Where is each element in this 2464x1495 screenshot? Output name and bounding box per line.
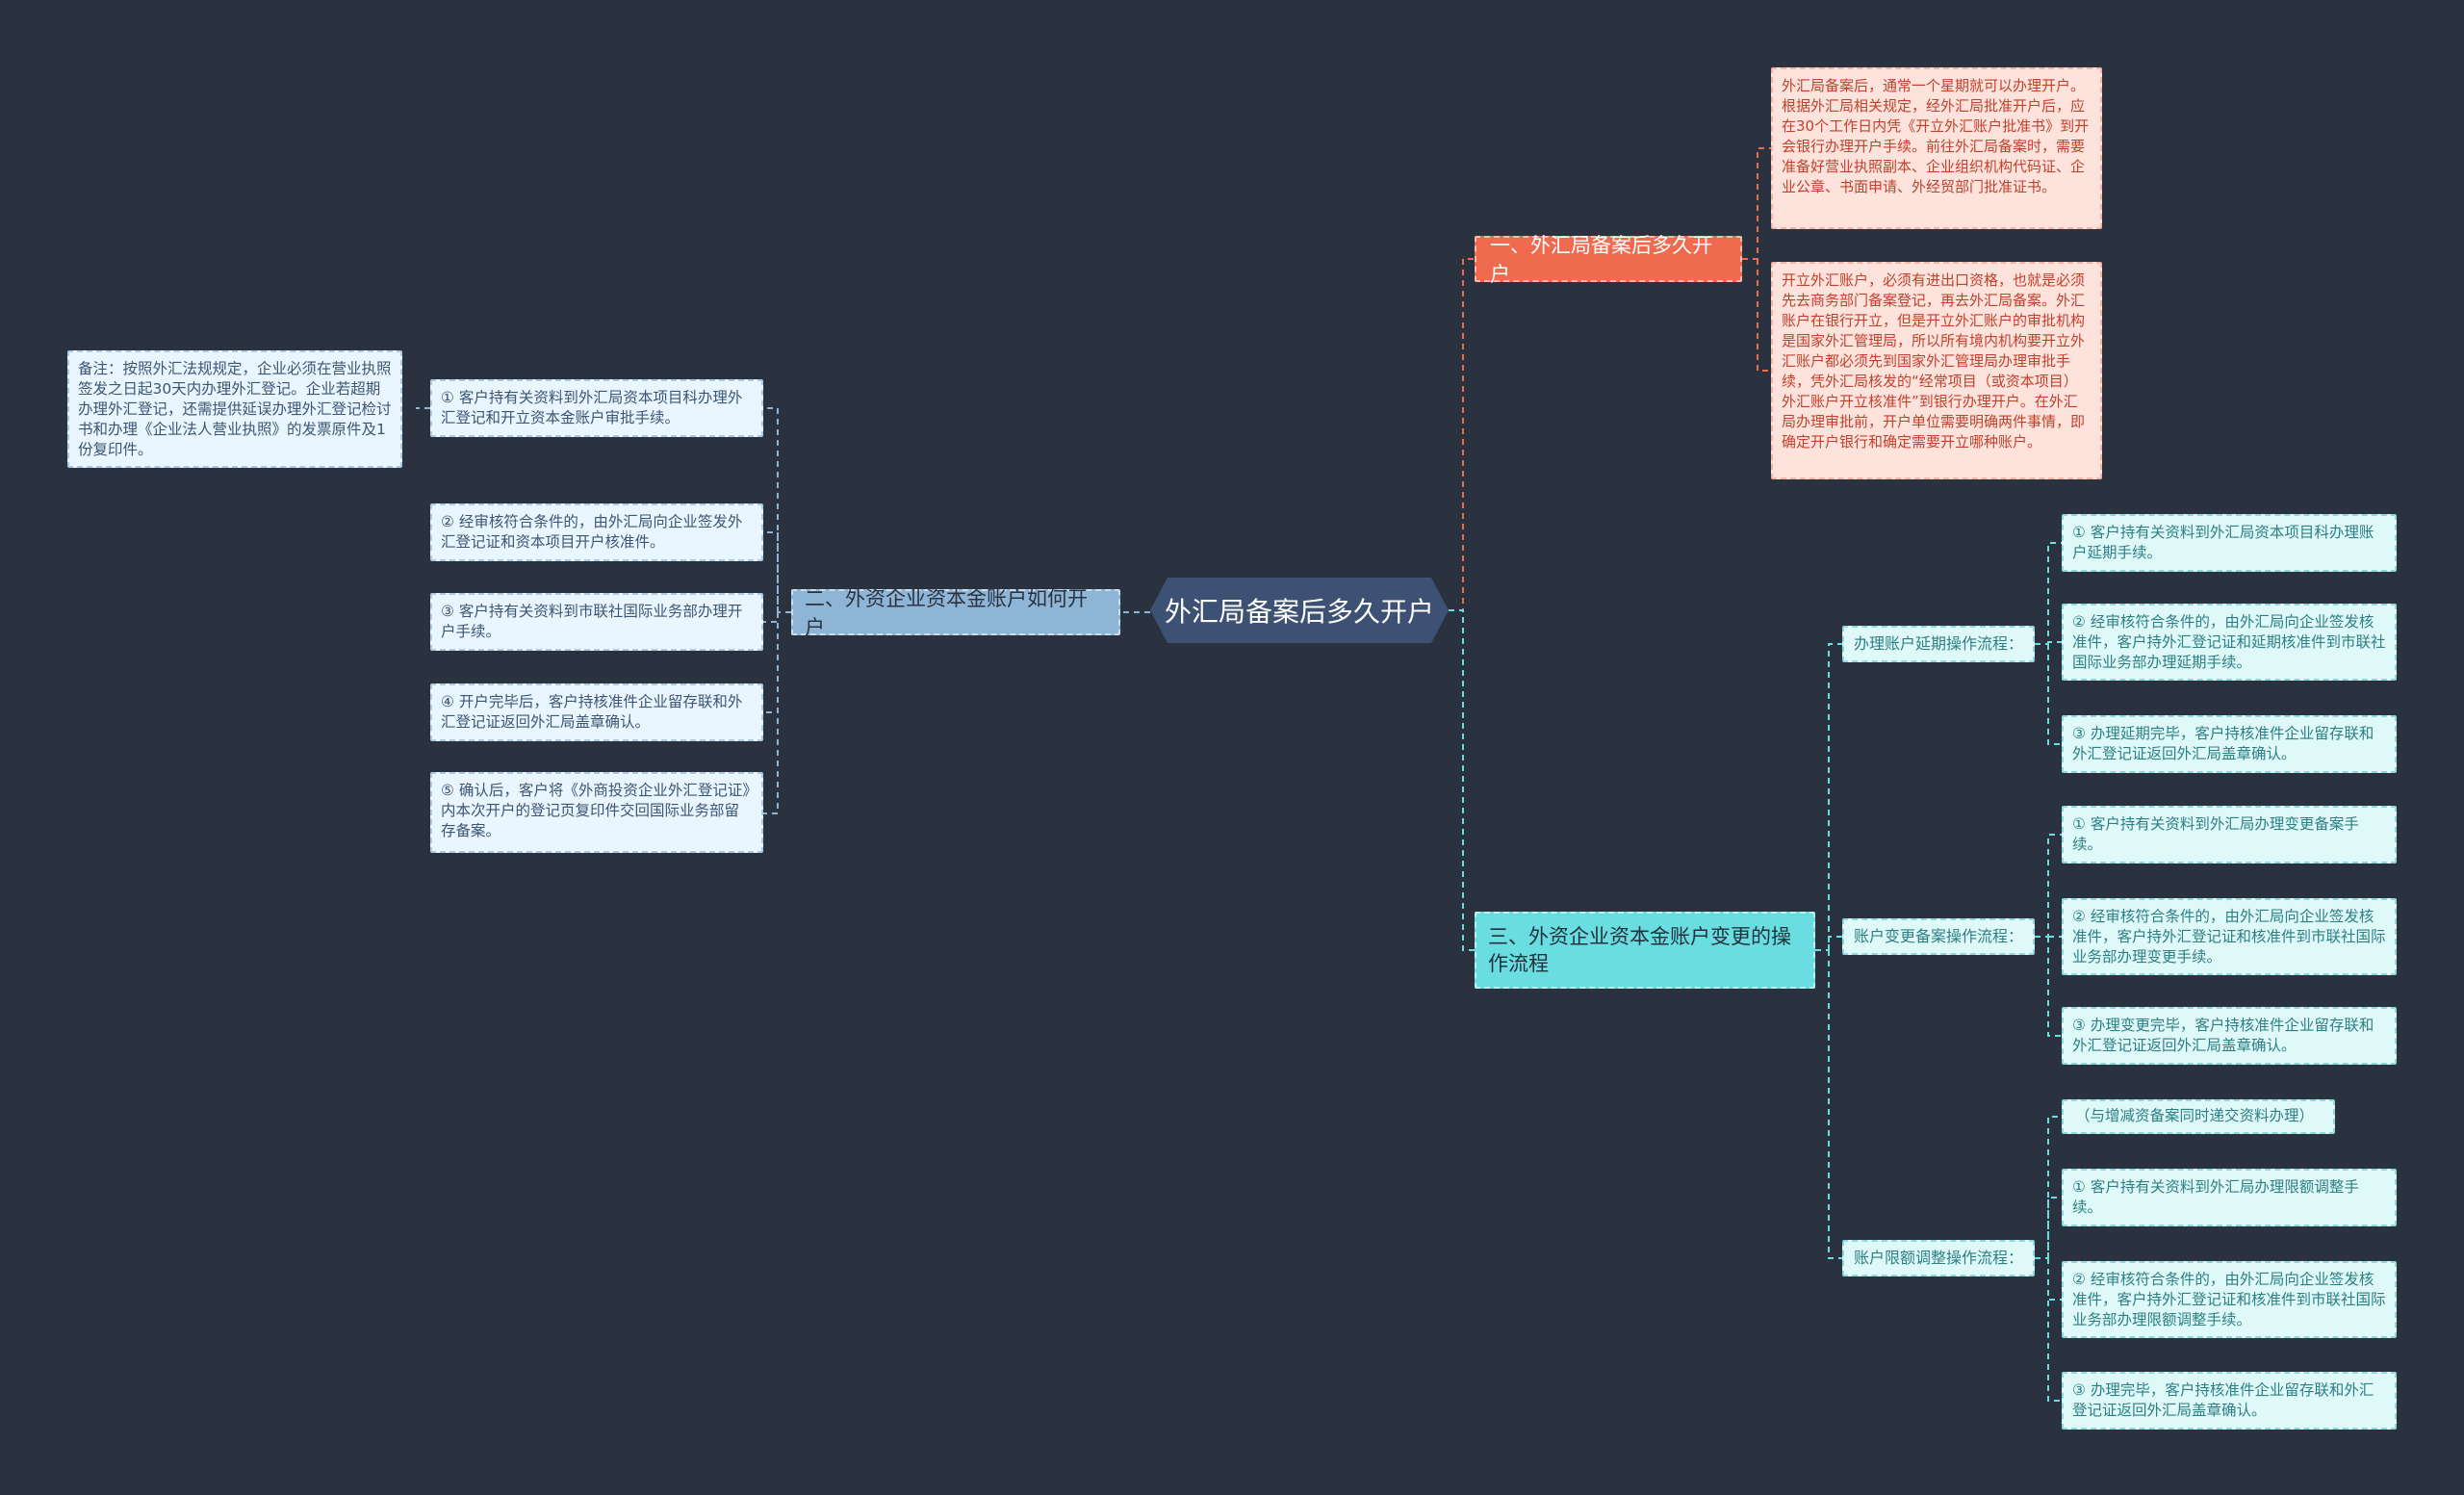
branch-2-note[interactable]: 备注：按照外汇法规规定，企业必须在营业执照签发之日起30天内办理外汇登记。企业若… — [67, 350, 402, 468]
branch-2-step-5-text: ⑤ 确认后，客户将《外商投资企业外汇登记证》内本次开户的登记页复印件交回国际业务… — [441, 782, 751, 839]
extension-step-2-text: ② 经审核符合条件的，由外汇局向企业签发核准件，客户持外汇登记证和延期核准件到市… — [2072, 613, 2386, 671]
branch-2-step-1[interactable]: ① 客户持有关资料到外汇局资本项目科办理外汇登记和开立资本金账户审批手续。 — [430, 379, 763, 437]
change-step-3[interactable]: ③ 办理变更完毕，客户持核准件企业留存联和外汇登记证返回外汇局盖章确认。 — [2062, 1007, 2397, 1065]
extension-step-2[interactable]: ② 经审核符合条件的，由外汇局向企业签发核准件，客户持外汇登记证和延期核准件到市… — [2062, 604, 2397, 681]
link-root-branch1 — [1449, 258, 1475, 611]
branch-2-step-4[interactable]: ④ 开户完毕后，客户持核准件企业留存联和外汇登记证返回外汇局盖章确认。 — [430, 683, 763, 741]
branch-2-step-3[interactable]: ③ 客户持有关资料到市联社国际业务部办理开户手续。 — [430, 593, 763, 651]
branch-2-label: 二、外资企业资本金账户如何开户 — [805, 587, 1088, 639]
branch-2-step-2-text: ② 经审核符合条件的，由外汇局向企业签发外汇登记证和资本项目开户核准件。 — [441, 513, 743, 551]
root-topic-label: 外汇局备案后多久开户 — [1164, 596, 1434, 628]
link-branch1-items — [1742, 147, 1771, 372]
branch-2-step-1-text: ① 客户持有关资料到外汇局资本项目科办理外汇登记和开立资本金账户审批手续。 — [441, 389, 743, 426]
link-group2-items — [2035, 834, 2062, 1037]
limit-step-1[interactable]: ① 客户持有关资料到外汇局办理限额调整手续。 — [2062, 1169, 2397, 1226]
limit-note-text: （与增减资备案同时递交资料办理） — [2075, 1107, 2315, 1124]
link-branch3-groups — [1815, 643, 1842, 1259]
link-group3-items — [2035, 1116, 2062, 1402]
limit-step-3[interactable]: ③ 办理完毕，客户持核准件企业留存联和外汇登记证返回外汇局盖章确认。 — [2062, 1372, 2397, 1430]
limit-step-2[interactable]: ② 经审核符合条件的，由外汇局向企业签发核准件，客户持外汇登记证和核准件到市联社… — [2062, 1261, 2397, 1338]
branch-1-label: 一、外汇局备案后多久开户 — [1490, 234, 1712, 286]
branch-2-note-text: 备注：按照外汇法规规定，企业必须在营业执照签发之日起30天内办理外汇登记。企业若… — [78, 360, 392, 458]
branch-1-detail-1-text: 外汇局备案后，通常一个星期就可以办理开户。根据外汇局相关规定，经外汇局批准开户后… — [1782, 77, 2090, 195]
change-step-2[interactable]: ② 经审核符合条件的，由外汇局向企业签发核准件，客户持外汇登记证和核准件到市联社… — [2062, 898, 2397, 975]
limit-step-1-text: ① 客户持有关资料到外汇局办理限额调整手续。 — [2072, 1178, 2359, 1216]
branch-2-step-4-text: ④ 开户完毕后，客户持核准件企业留存联和外汇登记证返回外汇局盖章确认。 — [441, 693, 743, 731]
change-step-1[interactable]: ① 客户持有关资料到外汇局办理变更备案手续。 — [2062, 806, 2397, 863]
branch-1-detail-2-text: 开立外汇账户，必须有进出口资格，也就是必须先去商务部门备案登记，再去外汇局备案。… — [1782, 271, 2086, 451]
link-root-branch3 — [1449, 609, 1475, 951]
branch-3-label: 三、外资企业资本金账户变更的操作流程 — [1488, 925, 1791, 975]
branch-3-topic[interactable]: 三、外资企业资本金账户变更的操作流程 — [1475, 912, 1815, 989]
change-step-3-text: ③ 办理变更完毕，客户持核准件企业留存联和外汇登记证返回外汇局盖章确认。 — [2072, 1017, 2374, 1054]
link-group1-items — [2035, 542, 2062, 745]
branch-1-topic[interactable]: 一、外汇局备案后多久开户 — [1475, 234, 1742, 286]
extension-step-3[interactable]: ③ 办理延期完毕，客户持核准件企业留存联和外汇登记证返回外汇局盖章确认。 — [2062, 715, 2397, 773]
branch-2-step-2[interactable]: ② 经审核符合条件的，由外汇局向企业签发外汇登记证和资本项目开户核准件。 — [430, 503, 763, 561]
extension-step-3-text: ③ 办理延期完毕，客户持核准件企业留存联和外汇登记证返回外汇局盖章确认。 — [2072, 725, 2374, 762]
branch-2-step-3-text: ③ 客户持有关资料到市联社国际业务部办理开户手续。 — [441, 603, 743, 640]
limit-note[interactable]: （与增减资备案同时递交资料办理） — [2062, 1099, 2335, 1134]
change-step-1-text: ① 客户持有关资料到外汇局办理变更备案手续。 — [2072, 815, 2359, 853]
group-extension-process[interactable]: 办理账户延期操作流程： — [1842, 626, 2035, 662]
group-extension-label: 办理账户延期操作流程： — [1854, 634, 2024, 653]
group-change-process[interactable]: 账户变更备案操作流程： — [1842, 918, 2035, 955]
group-limit-label: 账户限额调整操作流程： — [1854, 1249, 2024, 1267]
branch-2-step-5[interactable]: ⑤ 确认后，客户将《外商投资企业外汇登记证》内本次开户的登记页复印件交回国际业务… — [430, 772, 763, 853]
group-limit-process[interactable]: 账户限额调整操作流程： — [1842, 1240, 2035, 1276]
limit-step-3-text: ③ 办理完毕，客户持核准件企业留存联和外汇登记证返回外汇局盖章确认。 — [2072, 1381, 2374, 1419]
extension-step-1-text: ① 客户持有关资料到外汇局资本项目科办理账户延期手续。 — [2072, 524, 2374, 561]
link-branch2-steps — [763, 407, 791, 814]
root-topic[interactable]: 外汇局备案后多久开户 — [1150, 578, 1449, 643]
branch-2-topic[interactable]: 二、外资企业资本金账户如何开户 — [791, 587, 1120, 639]
branch-1-detail-2[interactable]: 开立外汇账户，必须有进出口资格，也就是必须先去商务部门备案登记，再去外汇局备案。… — [1771, 262, 2102, 479]
extension-step-1[interactable]: ① 客户持有关资料到外汇局资本项目科办理账户延期手续。 — [2062, 514, 2397, 572]
limit-step-2-text: ② 经审核符合条件的，由外汇局向企业签发核准件，客户持外汇登记证和核准件到市联社… — [2072, 1271, 2386, 1328]
group-change-label: 账户变更备案操作流程： — [1854, 927, 2024, 945]
change-step-2-text: ② 经审核符合条件的，由外汇局向企业签发核准件，客户持外汇登记证和核准件到市联社… — [2072, 908, 2386, 966]
branch-1-detail-1[interactable]: 外汇局备案后，通常一个星期就可以办理开户。根据外汇局相关规定，经外汇局批准开户后… — [1771, 67, 2102, 229]
